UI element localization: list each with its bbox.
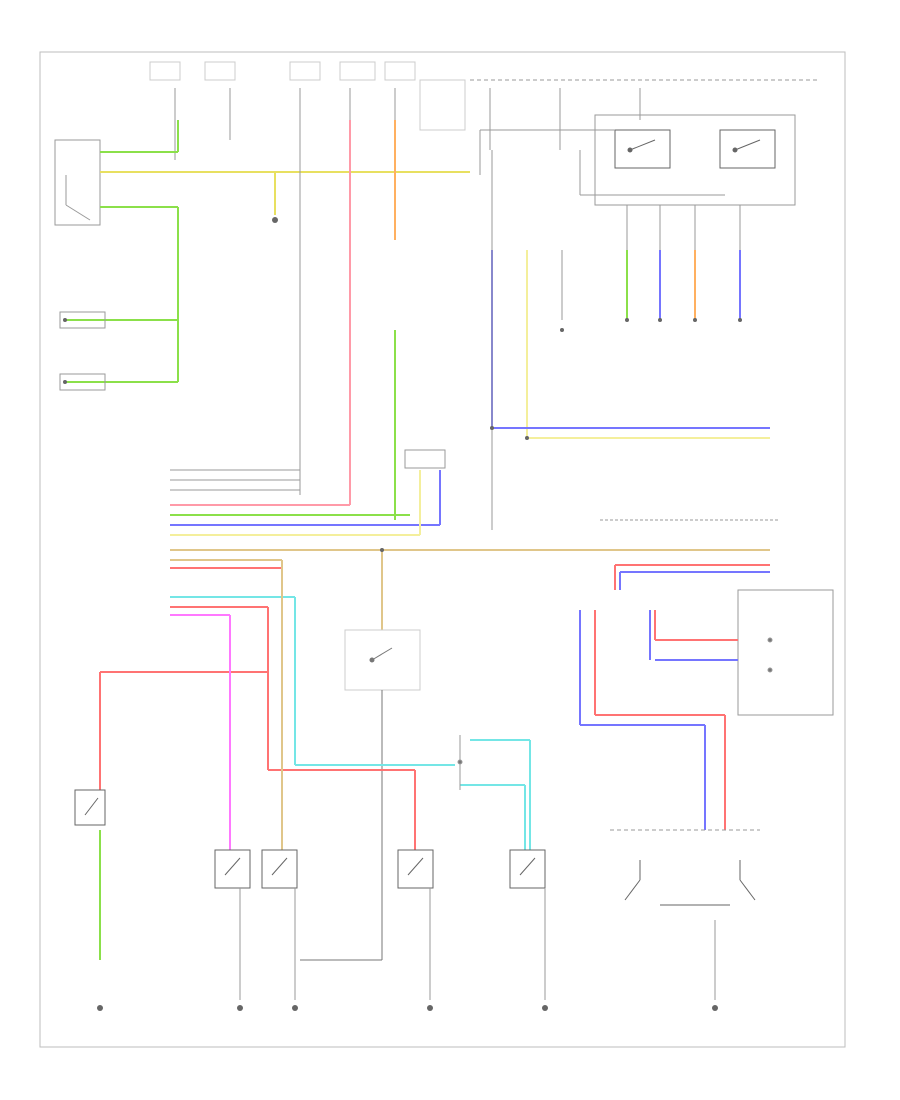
door-switch-5: [509, 849, 546, 1000]
door-switch-2: [214, 849, 251, 1000]
door-switch-3: [261, 849, 298, 1000]
ground-points-bottom: [97, 1005, 718, 1011]
relay-box-b: [719, 129, 776, 169]
switch-box-left: [54, 139, 101, 226]
cyan-junction: [457, 735, 463, 790]
terminal-dots: [63, 318, 742, 552]
indicator-lamp-2: [59, 373, 106, 391]
relay-bus: [479, 114, 796, 206]
key-cylinder-switch: [300, 629, 421, 961]
junction-box-mid: [404, 449, 446, 469]
switch-box-right: [649, 589, 834, 716]
ground-symbol: [272, 217, 278, 223]
module-connector-block: [170, 469, 770, 616]
relay-box-a: [614, 129, 671, 169]
indicator-lamp-1: [59, 311, 106, 329]
door-switch-4: [397, 849, 434, 1000]
door-switch-1: [74, 789, 106, 826]
diagram-frame: [39, 51, 846, 1048]
relay-to-output-links: [626, 205, 741, 250]
door-lock-actuator-right: [610, 829, 760, 1000]
